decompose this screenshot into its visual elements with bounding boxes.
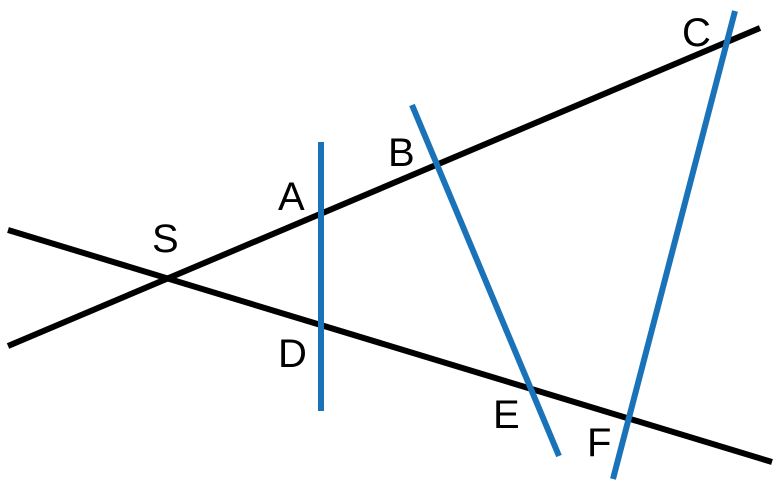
- transversal-cf: [610, 10, 738, 480]
- transversal-be: [409, 103, 562, 458]
- label-s: S: [152, 217, 179, 261]
- ray-s-a-b-c: [6, 25, 762, 349]
- ray-s-d-e-f: [7, 227, 773, 465]
- label-b: B: [388, 131, 415, 175]
- label-e: E: [493, 393, 520, 437]
- label-a: A: [278, 175, 305, 219]
- label-f: F: [587, 421, 611, 465]
- label-d: D: [278, 332, 307, 376]
- label-c: C: [682, 11, 711, 55]
